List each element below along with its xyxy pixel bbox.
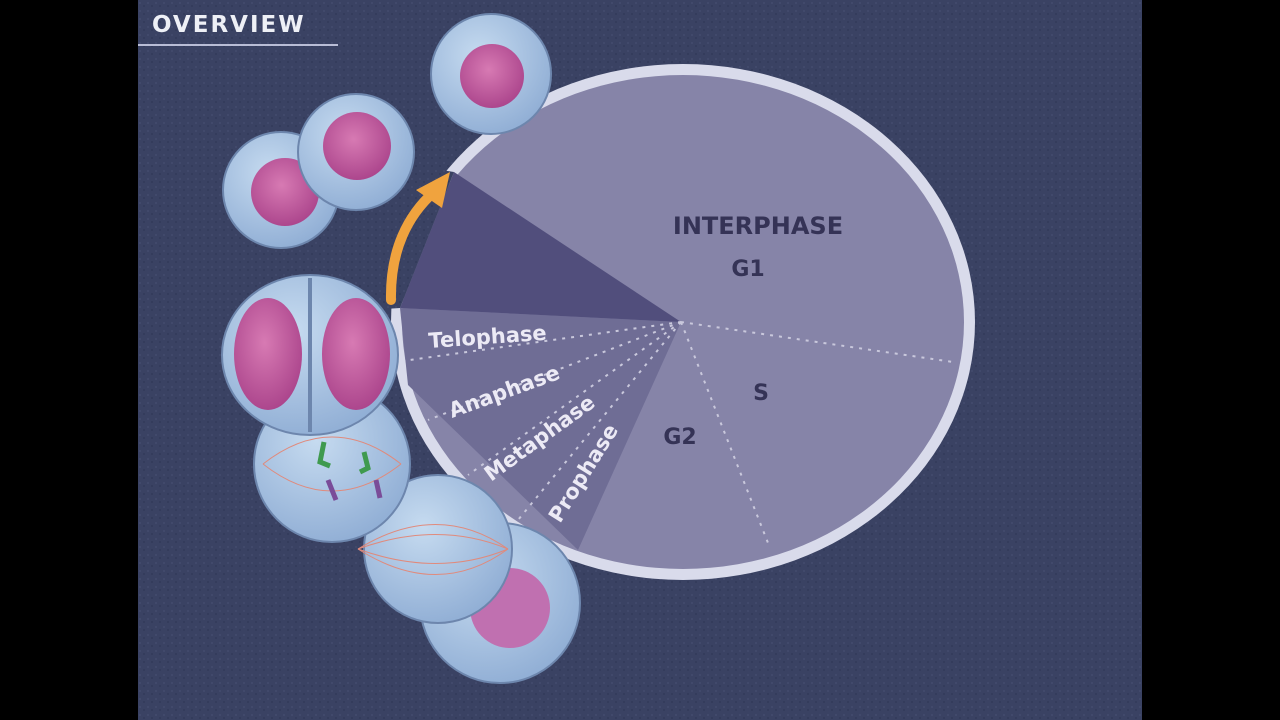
cell-cycle-diagram: INTERPHASE G1 S G2 Telophase Anaphase Me… <box>138 0 1142 720</box>
daughter-cell-2 <box>297 93 415 211</box>
mitosis-sector <box>400 308 681 550</box>
phase-dividers <box>409 321 954 549</box>
g1-label: G1 <box>731 257 764 282</box>
title-underline <box>138 44 338 46</box>
s-label: S <box>753 381 769 406</box>
daughter-cell-3 <box>430 13 552 135</box>
g2-label: G2 <box>663 425 696 450</box>
cytokinesis-sector <box>400 172 681 322</box>
slide-title: OVERVIEW <box>152 12 306 38</box>
slide: INTERPHASE G1 S G2 Telophase Anaphase Me… <box>138 0 1142 720</box>
arrow-head-icon <box>416 172 450 208</box>
interphase-label: INTERPHASE <box>673 212 843 240</box>
telophase-cell <box>221 274 399 436</box>
metaphase-cell <box>357 474 513 624</box>
progress-arrow <box>385 187 439 305</box>
